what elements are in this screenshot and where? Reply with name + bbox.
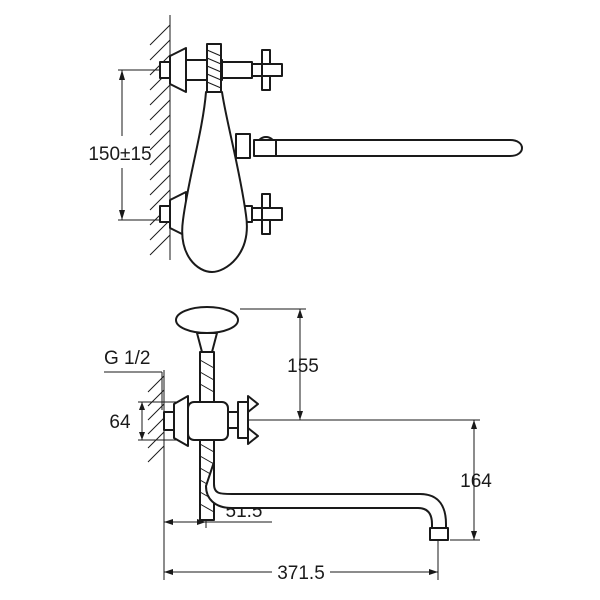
dim-handle-height: 155 bbox=[287, 356, 319, 377]
handle-dim-arrow-top bbox=[297, 309, 303, 318]
dim-front-spacing: 150±15 bbox=[88, 144, 151, 165]
side-view: G 1/2 64 155 164 51.5 bbox=[104, 306, 492, 584]
front-spout-collar bbox=[253, 139, 277, 157]
side-flange bbox=[173, 395, 189, 447]
reach-dim-arrow-left bbox=[164, 569, 173, 575]
side-wall-nut bbox=[163, 411, 175, 431]
front-diverter bbox=[235, 133, 251, 159]
front-mixer-body bbox=[181, 91, 248, 273]
reach-dim-arrow-right bbox=[429, 569, 438, 575]
hose-dim-arrow-left bbox=[164, 519, 173, 525]
side-mixer-body bbox=[187, 401, 229, 441]
side-wall-hatching bbox=[147, 375, 165, 463]
body-dim-arrow-top bbox=[139, 402, 145, 410]
dim-body-height: 64 bbox=[109, 412, 131, 433]
diverter-knob bbox=[175, 306, 239, 334]
front-view: 150±15 bbox=[88, 15, 523, 273]
handle-dim-arrow-bottom bbox=[297, 411, 303, 420]
spout-dim-arrow-bottom bbox=[471, 531, 477, 540]
diverter-stem bbox=[196, 332, 218, 353]
upper-wall-nut bbox=[159, 61, 171, 79]
dim-thread: G 1/2 bbox=[104, 348, 150, 369]
front-dim-arrow-top bbox=[119, 70, 125, 80]
front-hose bbox=[206, 43, 222, 93]
upper-cross-handle bbox=[251, 49, 283, 91]
side-cross-handle bbox=[227, 395, 259, 445]
spout-dim-arrow-top bbox=[471, 420, 477, 429]
spout-aerator bbox=[429, 527, 449, 541]
upper-flange bbox=[169, 47, 187, 93]
front-dim-arrow-bottom bbox=[119, 210, 125, 220]
lower-cross-handle bbox=[251, 193, 283, 235]
front-spout-pipe bbox=[257, 139, 523, 157]
upper-valve-body bbox=[221, 61, 253, 79]
lower-wall-nut bbox=[159, 205, 171, 223]
dim-spout-drop: 164 bbox=[460, 471, 492, 492]
body-dim-arrow-bottom bbox=[139, 432, 145, 440]
dim-spout-reach: 371.5 bbox=[277, 563, 325, 584]
